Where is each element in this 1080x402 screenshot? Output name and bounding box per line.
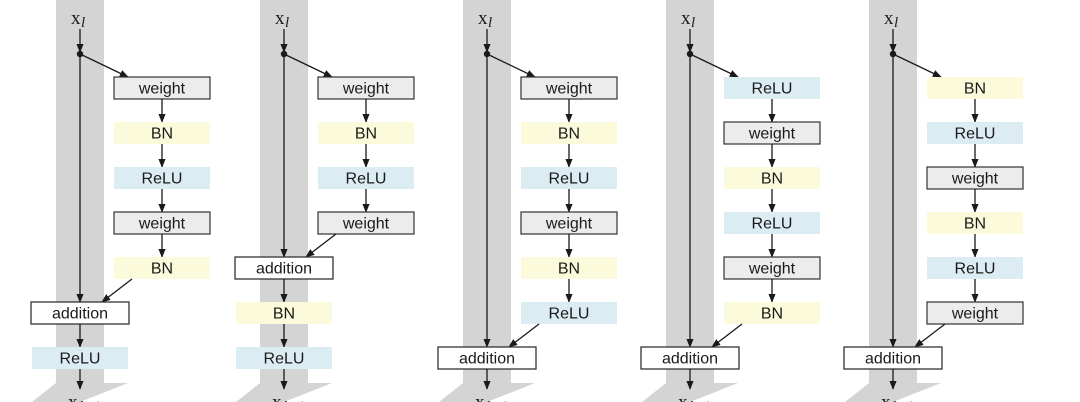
block-label: ReLU <box>264 351 305 368</box>
block-label: BN <box>151 261 173 278</box>
branch-entry-arrow <box>486 53 536 78</box>
block-label: ReLU <box>346 171 387 188</box>
block-label: ReLU <box>955 126 996 143</box>
input-label: x <box>681 8 691 29</box>
block-label: weight <box>545 81 593 98</box>
output-subscript: l+1 <box>892 399 914 402</box>
block-label: ReLU <box>142 171 183 188</box>
block-label: ReLU <box>955 261 996 278</box>
branch-entry-arrow <box>689 53 739 78</box>
branch-entry-arrow <box>892 53 942 78</box>
bn-block <box>114 122 210 144</box>
bn-block <box>927 212 1023 234</box>
relu-block <box>724 77 820 99</box>
addition-label: addition <box>865 351 921 368</box>
block-label: BN <box>273 306 295 323</box>
relu-block <box>521 167 617 189</box>
input-subscript: l <box>285 15 289 31</box>
weight-block <box>926 301 1024 325</box>
block-label: BN <box>761 306 783 323</box>
bn-block <box>724 167 820 189</box>
output-label: x <box>272 392 282 402</box>
relu-block <box>318 167 414 189</box>
addition-label: addition <box>52 306 108 323</box>
input-subscript: l <box>691 15 695 31</box>
branch-merge-arrow <box>101 278 133 303</box>
block-label: BN <box>558 261 580 278</box>
input-label: x <box>275 8 285 29</box>
bn-block <box>521 257 617 279</box>
block-label: BN <box>761 171 783 188</box>
relu-block <box>236 347 332 369</box>
block-label: ReLU <box>60 351 101 368</box>
block-label: ReLU <box>752 216 793 233</box>
branch-merge-arrow <box>914 323 946 348</box>
branch-entry-arrow <box>283 53 333 78</box>
bn-block <box>114 257 210 279</box>
branch-merge-arrow <box>305 233 337 258</box>
branch-merge-arrow <box>711 323 743 348</box>
output-subscript: l+1 <box>79 399 101 402</box>
relu-block <box>927 122 1023 144</box>
addition-label: addition <box>459 351 515 368</box>
output-subscript: l+1 <box>486 399 508 402</box>
residual-unit-variant: xlBNReLUweightBNReLUweightadditionxl+1 <box>843 0 1024 402</box>
block-label: weight <box>342 216 390 233</box>
input-subscript: l <box>488 15 492 31</box>
bn-block <box>724 302 820 324</box>
output-label: x <box>475 392 485 402</box>
addition-label: addition <box>662 351 718 368</box>
output-label: x <box>678 392 688 402</box>
relu-block <box>114 167 210 189</box>
bn-block <box>236 302 332 324</box>
output-label: x <box>68 392 78 402</box>
block-label: weight <box>951 171 999 188</box>
addition-label: addition <box>256 261 312 278</box>
block-label: ReLU <box>752 81 793 98</box>
output-label: x <box>881 392 891 402</box>
relu-block <box>927 257 1023 279</box>
branch-entry-arrow <box>79 53 129 78</box>
input-subscript: l <box>894 15 898 31</box>
block-label: weight <box>138 216 186 233</box>
block-label: BN <box>355 126 377 143</box>
block-label: weight <box>748 261 796 278</box>
bn-block <box>318 122 414 144</box>
bn-block <box>927 77 1023 99</box>
block-label: weight <box>951 306 999 323</box>
input-label: x <box>884 8 894 29</box>
block-label: weight <box>545 216 593 233</box>
input-label: x <box>71 8 81 29</box>
input-subscript: l <box>81 15 85 31</box>
block-label: ReLU <box>549 306 590 323</box>
branch-merge-arrow <box>508 323 540 348</box>
relu-block <box>32 347 128 369</box>
relu-block <box>521 302 617 324</box>
output-subscript: l+1 <box>283 399 305 402</box>
weight-block <box>317 211 415 235</box>
output-subscript: l+1 <box>689 399 711 402</box>
block-label: ReLU <box>549 171 590 188</box>
block-label: BN <box>964 81 986 98</box>
block-label: weight <box>748 126 796 143</box>
relu-block <box>724 212 820 234</box>
block-label: BN <box>558 126 580 143</box>
bn-block <box>521 122 617 144</box>
input-label: x <box>478 8 488 29</box>
block-label: BN <box>151 126 173 143</box>
block-label: weight <box>342 81 390 98</box>
block-label: BN <box>964 216 986 233</box>
block-label: weight <box>138 81 186 98</box>
